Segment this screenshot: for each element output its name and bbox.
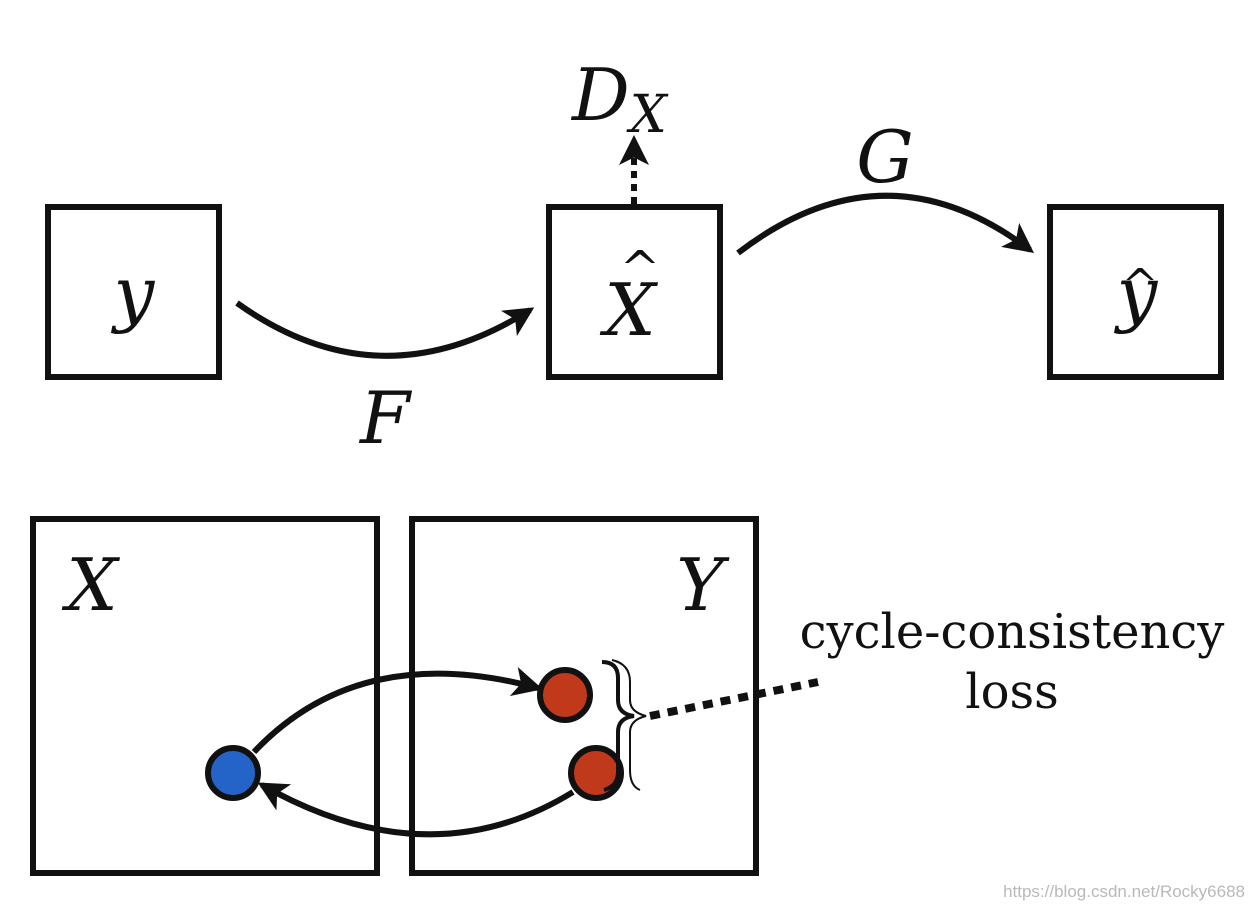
arrow-x-to-y bbox=[251, 667, 543, 755]
domain-x-box bbox=[30, 516, 380, 876]
red-point-bottom bbox=[568, 745, 624, 801]
label-f: F bbox=[358, 376, 413, 460]
domain-y-label: Y bbox=[676, 543, 730, 627]
watermark: https://blog.csdn.net/Rocky6688 bbox=[1003, 882, 1245, 901]
box-y-label: y bbox=[111, 251, 156, 335]
arrow-y-to-x bbox=[257, 782, 575, 838]
curly-brace-outer bbox=[611, 659, 647, 791]
curly-brace bbox=[601, 660, 635, 792]
loss-connector bbox=[649, 678, 819, 720]
box-x-hat bbox=[546, 204, 723, 380]
box-x-hat-accent: ^ bbox=[620, 241, 660, 297]
label-discriminator: DX bbox=[570, 53, 669, 145]
box-y bbox=[45, 204, 222, 380]
box-y-hat bbox=[1047, 204, 1224, 380]
red-point-top bbox=[537, 667, 593, 723]
blue-point bbox=[205, 745, 261, 801]
box-y-hat-label: y bbox=[1114, 251, 1159, 335]
box-x-hat-label: X bbox=[599, 268, 658, 352]
domain-y-box bbox=[409, 516, 759, 876]
label-discriminator-sub: X bbox=[626, 85, 669, 145]
arrow-f bbox=[235, 300, 535, 359]
loss-label-line2: loss bbox=[965, 664, 1059, 720]
label-g: G bbox=[856, 115, 914, 199]
arrow-g bbox=[736, 192, 1034, 256]
domain-x-label: X bbox=[61, 543, 120, 627]
loss-label-line1: cycle-consistency bbox=[800, 604, 1225, 660]
box-y-hat-accent: ^ bbox=[1122, 260, 1159, 311]
